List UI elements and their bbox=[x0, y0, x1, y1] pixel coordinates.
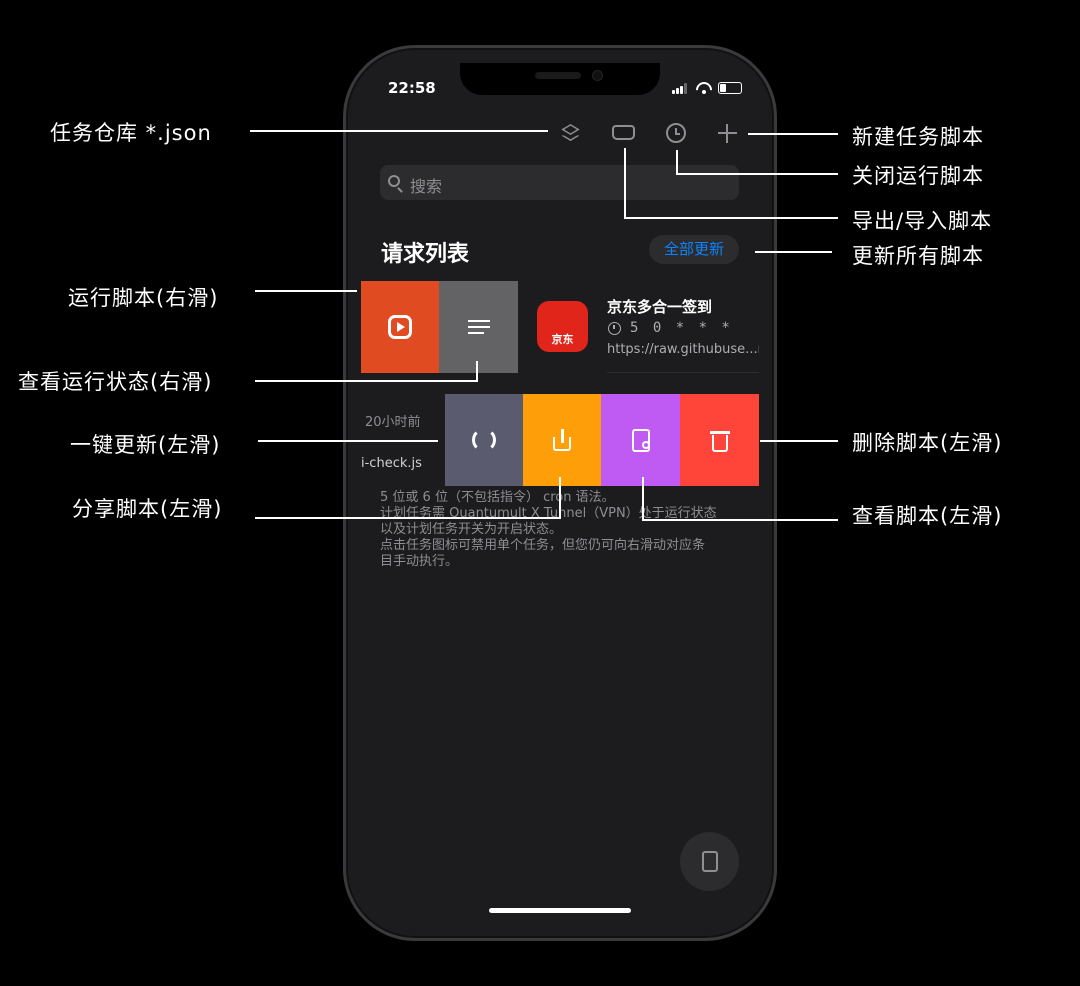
trash-icon bbox=[709, 428, 730, 452]
doc-icon bbox=[701, 851, 718, 872]
layers-icon[interactable] bbox=[561, 123, 581, 143]
label-delete: 删除脚本(左滑) bbox=[852, 431, 1003, 455]
doc-search-icon bbox=[631, 428, 650, 452]
home-indicator bbox=[489, 908, 631, 913]
task-file: i-check.js bbox=[361, 456, 422, 471]
list-title: 请求列表 bbox=[381, 242, 470, 267]
callout-line bbox=[255, 517, 561, 519]
script-log-button[interactable] bbox=[680, 832, 739, 891]
callout-line bbox=[624, 148, 626, 219]
callout-line bbox=[748, 133, 838, 135]
view-script-button[interactable] bbox=[601, 394, 680, 486]
task-name: 京东多合一签到 bbox=[607, 298, 713, 316]
jd-logo[interactable]: 京东 bbox=[537, 301, 588, 352]
play-hexagon-icon bbox=[388, 315, 412, 339]
share-icon bbox=[553, 429, 571, 451]
drive-icon[interactable] bbox=[612, 125, 635, 140]
share-button[interactable] bbox=[523, 394, 601, 486]
battery-icon bbox=[718, 82, 742, 94]
label-view-status: 查看运行状态(右滑) bbox=[18, 370, 213, 394]
callout-line bbox=[755, 251, 832, 253]
task-cron: 5 0 * * * bbox=[630, 320, 733, 336]
label-close-run: 关闭运行脚本 bbox=[852, 164, 984, 188]
callout-line bbox=[255, 380, 478, 382]
task-url: https://raw.githubuse...r bbox=[607, 342, 759, 357]
alarm-icon[interactable] bbox=[666, 123, 686, 143]
refresh-button[interactable] bbox=[445, 394, 523, 486]
task-time-ago: 20小时前 bbox=[365, 415, 421, 430]
delete-button[interactable] bbox=[680, 394, 759, 486]
wifi-icon bbox=[696, 80, 712, 96]
status-time: 22:58 bbox=[388, 79, 436, 97]
callout-line bbox=[624, 217, 838, 219]
search-input[interactable]: 搜索 bbox=[380, 165, 739, 200]
view-status-button[interactable] bbox=[439, 281, 518, 373]
label-one-key-update: 一键更新(左滑) bbox=[70, 433, 221, 457]
speaker bbox=[535, 72, 581, 79]
callout-line bbox=[676, 150, 678, 175]
callout-line bbox=[642, 519, 838, 521]
note-line: 点击任务图标可禁用单个任务，但您仍可向右滑动对应条 bbox=[380, 538, 706, 553]
callout-line bbox=[676, 173, 838, 175]
notch bbox=[460, 63, 660, 95]
divider bbox=[607, 372, 759, 373]
callout-line bbox=[760, 440, 838, 442]
callout-line bbox=[476, 361, 478, 382]
camera bbox=[592, 70, 603, 81]
callout-line bbox=[258, 440, 438, 442]
note-line: 以及计划任务开关为开启状态。 bbox=[380, 522, 563, 537]
lines-icon bbox=[467, 320, 490, 334]
callout-line bbox=[250, 130, 548, 132]
callout-line bbox=[255, 290, 357, 292]
label-repo: 任务仓库 *.json bbox=[50, 121, 212, 145]
plus-icon[interactable] bbox=[718, 124, 737, 143]
update-all-button[interactable]: 全部更新 bbox=[649, 235, 739, 264]
refresh-icon bbox=[472, 428, 496, 452]
label-new-task: 新建任务脚本 bbox=[852, 125, 984, 149]
label-share: 分享脚本(左滑) bbox=[72, 497, 223, 521]
label-export-import: 导出/导入脚本 bbox=[852, 209, 993, 233]
search-icon bbox=[388, 175, 403, 193]
label-run: 运行脚本(右滑) bbox=[68, 286, 219, 310]
note-line: 目手动执行。 bbox=[380, 554, 459, 569]
label-view-script: 查看脚本(左滑) bbox=[852, 504, 1003, 528]
signal-icon bbox=[672, 83, 690, 94]
jd-logo-text: 京东 bbox=[551, 333, 574, 346]
note-line: 5 位或 6 位（不包括指令） cron 语法。 bbox=[380, 490, 615, 505]
help-note: 5 位或 6 位（不包括指令） cron 语法。 计划任务需 Quantumul… bbox=[380, 490, 758, 570]
clock-icon bbox=[608, 322, 621, 335]
callout-line bbox=[559, 477, 561, 519]
label-update-all: 更新所有脚本 bbox=[852, 244, 984, 268]
callout-line bbox=[642, 477, 644, 521]
run-button[interactable] bbox=[361, 281, 439, 373]
